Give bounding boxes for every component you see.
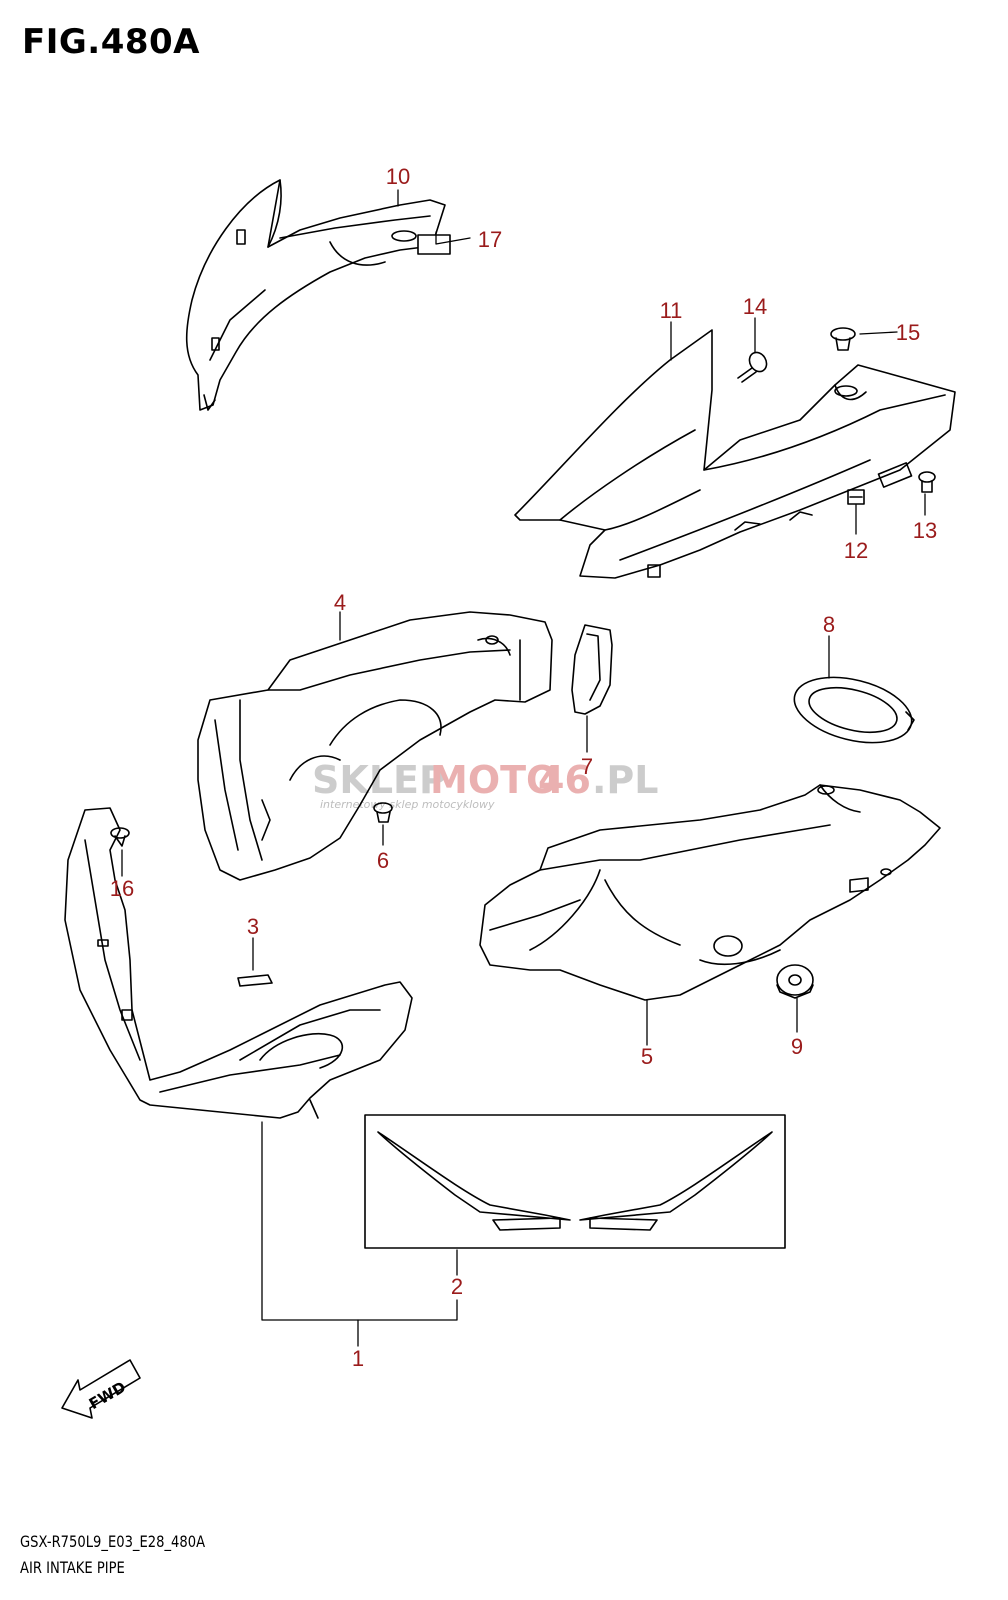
part-16-screw: [110, 827, 130, 847]
callout-6: 6: [376, 848, 390, 873]
callout-17: 17: [477, 227, 503, 252]
callout-4: 4: [333, 590, 347, 615]
part-9-grommet: [776, 964, 814, 999]
callout-8: 8: [822, 612, 836, 637]
part-15-rivet: [830, 327, 856, 351]
callout-14: 14: [742, 294, 768, 319]
part-10-duct-cover: [185, 179, 451, 411]
callout-13: 13: [912, 518, 938, 543]
callout-11: 11: [659, 298, 683, 323]
callout-16: 16: [109, 876, 135, 901]
part-13-screw: [918, 471, 936, 493]
watermark-text-46: 46: [538, 758, 591, 802]
watermark-text-sklep: SKLEP: [312, 758, 447, 802]
callout-7: 7: [580, 754, 594, 779]
figure-name: AIR INTAKE PIPE: [20, 1558, 125, 1577]
watermark-text-moto: MOTO: [430, 758, 558, 802]
watermark: SKLEP MOTO 46 .PL internetowy sklep moto…: [312, 758, 659, 811]
leader-15: [859, 331, 898, 335]
part-4-air-duct: [197, 611, 553, 881]
part-11-side-cover: [514, 329, 956, 579]
part-2-kit-box: [364, 1114, 786, 1249]
part-14-screw: [737, 351, 768, 383]
part-5-intake-pipe: [479, 784, 941, 1001]
watermark-text-pl: .PL: [592, 758, 659, 802]
part-7-seal: [571, 624, 613, 715]
fwd-arrow-icon: FWD: [61, 1359, 141, 1419]
leader-17: [435, 231, 471, 245]
callout-1: 1: [351, 1346, 365, 1371]
figure-code: GSX-R750L9_E03_E28_480A: [20, 1532, 206, 1551]
part-6-screw: [373, 802, 393, 823]
callout-10: 10: [385, 164, 411, 189]
callout-2: 2: [450, 1274, 464, 1299]
callout-15: 15: [895, 320, 921, 345]
part-3-label: [237, 974, 273, 987]
figure-title: FIG.480A: [22, 22, 200, 62]
leader-1-bracket: [261, 1121, 458, 1321]
callout-5: 5: [640, 1044, 654, 1069]
part-8-gasket-ring: [793, 676, 915, 744]
leader-lines: [121, 189, 926, 1347]
part-12-clip: [847, 489, 865, 505]
callout-12: 12: [843, 538, 869, 563]
callout-3: 3: [246, 914, 260, 939]
part-1-front-cowl: [64, 807, 413, 1119]
watermark-tagline: internetowy sklep motocyklowy: [320, 798, 495, 811]
callout-9: 9: [790, 1034, 804, 1059]
